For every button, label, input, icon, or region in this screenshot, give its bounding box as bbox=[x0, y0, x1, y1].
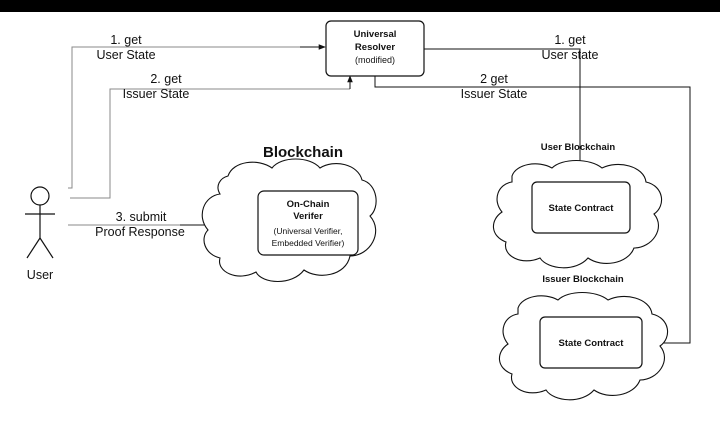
edge-label-get-issuer-state-left-2: Issuer State bbox=[123, 87, 190, 101]
edge-label-submit-proof-1: 3. submit bbox=[116, 210, 167, 224]
user-state-contract-node: State Contract bbox=[531, 181, 631, 234]
edge-get-issuer-state-left bbox=[70, 75, 353, 199]
edge-label-get-issuer-state-left-1: 2. get bbox=[150, 72, 182, 86]
edge-label-get-user-state-right-2: User state bbox=[542, 48, 599, 62]
issuer-state-contract-node: State Contract bbox=[539, 316, 643, 369]
user-state-contract-label: State Contract bbox=[549, 203, 615, 214]
verifier-label-line1: On-Chain bbox=[287, 199, 330, 210]
resolver-label-line2: Resolver bbox=[355, 42, 395, 53]
edge-get-issuer-state-right bbox=[374, 76, 691, 346]
on-chain-verifier-node: On-Chain Verifer (Universal Verifier, Em… bbox=[257, 190, 359, 256]
edge-label-get-user-state-left-2: User State bbox=[96, 48, 155, 62]
edge-get-user-state-left bbox=[68, 44, 326, 189]
blockchain-title: Blockchain bbox=[263, 144, 343, 161]
edge-label-get-user-state-left-1: 1. get bbox=[110, 33, 142, 47]
verifier-label-line2: Verifer bbox=[293, 211, 323, 222]
edge-get-user-state-right bbox=[424, 48, 583, 182]
user-blockchain-title: User Blockchain bbox=[541, 142, 616, 153]
top-border-bar bbox=[0, 0, 720, 12]
edge-label-get-issuer-state-right-1: 2 get bbox=[480, 72, 508, 86]
edge-label-get-user-state-right-1: 1. get bbox=[554, 33, 586, 47]
resolver-label-line3: (modified) bbox=[355, 55, 395, 65]
verifier-label-line3: (Universal Verifier, bbox=[274, 226, 343, 236]
user-actor-icon bbox=[25, 186, 55, 259]
resolver-label-line1: Universal bbox=[354, 29, 397, 40]
issuer-blockchain-title: Issuer Blockchain bbox=[542, 274, 624, 285]
issuer-state-contract-label: State Contract bbox=[559, 338, 625, 349]
universal-resolver-node: Universal Resolver (modified) bbox=[325, 20, 425, 77]
verifier-label-line4: Embedded Verifier) bbox=[272, 238, 345, 248]
user-actor-label: User bbox=[27, 268, 53, 282]
edge-label-submit-proof-2: Proof Response bbox=[95, 225, 185, 239]
edge-label-get-issuer-state-right-2: Issuer State bbox=[461, 87, 528, 101]
